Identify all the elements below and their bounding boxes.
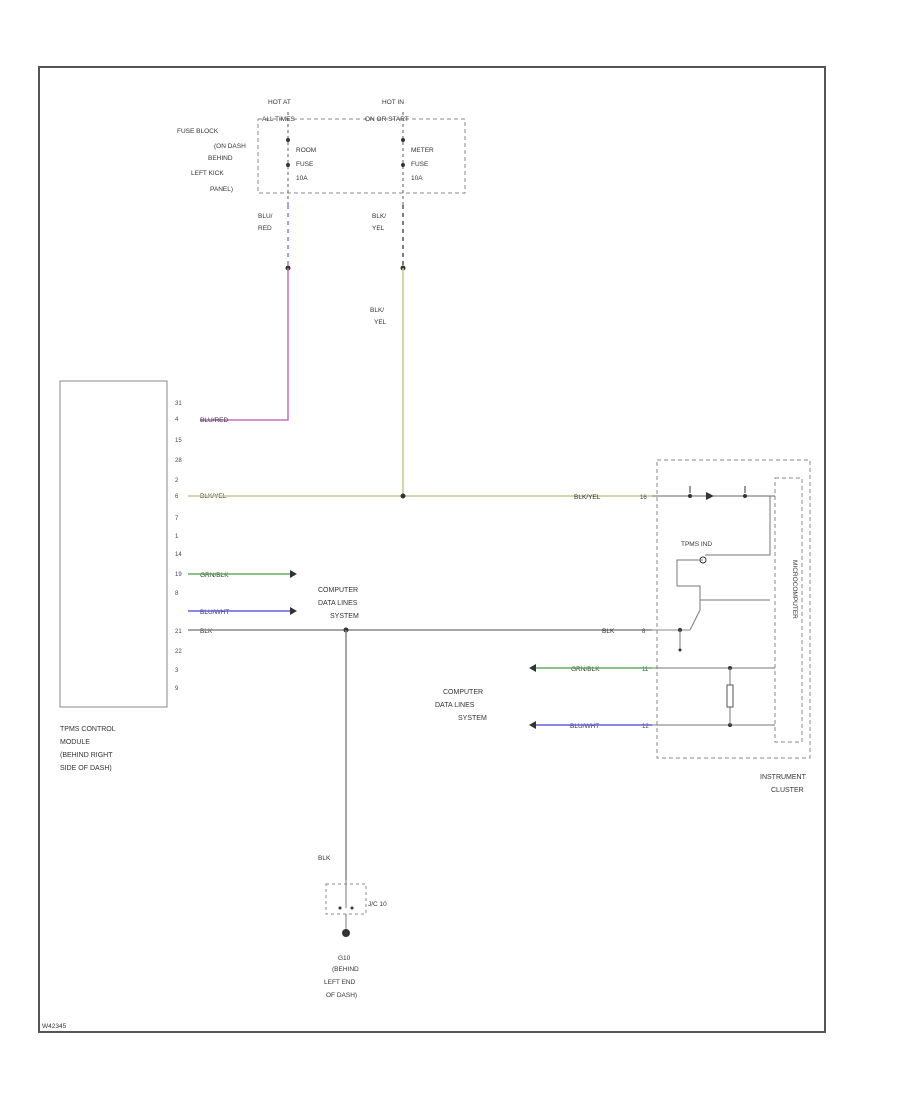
ic-pin: 16 <box>640 495 647 501</box>
room-fuse-label-3: 10A <box>296 175 308 182</box>
diagram-frame <box>38 66 826 1033</box>
tpms-module-label-3: (BEHIND RIGHT <box>60 752 113 759</box>
tpms-wire-label-blu-wht: BLU/WHT <box>200 609 229 616</box>
tpms-wire-label-grn-blk: GRN/BLK <box>200 572 229 579</box>
meter-fuse-label-2: FUSE <box>411 161 429 168</box>
instrument-cluster: MICROCOMPUTER BLK/YEL 16 TPMS IND BLK 8 … <box>570 459 811 794</box>
ic-wire-label-blu-wht: BLU/WHT <box>570 723 599 730</box>
ic-wire-label-blk-yel: BLK/YEL <box>574 494 601 501</box>
hot-at-all-times-sub: ALL TIMES <box>262 116 296 123</box>
tpms-pin: 2 <box>175 478 179 484</box>
tpms-module-box <box>59 380 168 708</box>
tpms-pin: 7 <box>175 516 179 522</box>
room-fuse-label-1: ROOM <box>296 147 316 154</box>
diagram-id: W42345 <box>42 1023 67 1030</box>
microcomputer-box <box>774 477 803 743</box>
tpms-pin: 22 <box>175 649 182 655</box>
fuse-block: HOT AT ALL TIMES HOT IN ON OR START FUSE… <box>177 99 466 205</box>
arrow-icon <box>290 570 297 578</box>
tpms-pin: 8 <box>175 591 179 597</box>
tpms-module-label-1: TPMS CONTROL <box>60 726 116 733</box>
ic-pin: 8 <box>642 629 646 635</box>
tpms-pin: 4 <box>175 417 179 423</box>
wire-blu-red-label-1: BLU/ <box>258 213 273 220</box>
tpms-module-label-2: MODULE <box>60 739 90 746</box>
junction-connector-label: J/C 10 <box>368 901 387 908</box>
tpms-pin: 9 <box>175 686 179 692</box>
ground-label-1: G10 <box>338 955 351 962</box>
computer-data-lines-1-label: SYSTEM <box>330 613 359 620</box>
tpms-pin: 28 <box>175 458 182 464</box>
arrow-icon <box>529 721 536 729</box>
meter-fuse-label-3: 10A <box>411 175 423 182</box>
fuse-block-label-4: LEFT KICK <box>191 170 224 177</box>
ic-pin: 12 <box>642 724 649 730</box>
ic-wire-label-blk: BLK <box>602 628 615 635</box>
tpms-control-module: 31 4 15 28 2 6 7 1 14 19 8 21 22 3 9 TPM… <box>59 380 182 772</box>
ground-wire-label: BLK <box>318 855 331 862</box>
computer-data-lines-2-label: SYSTEM <box>458 715 487 722</box>
wire-blk-yel-mid-label-2: YEL <box>374 319 387 326</box>
tpms-pin: 6 <box>175 494 179 500</box>
wire-blu-red <box>200 268 289 421</box>
ic-pin: 11 <box>642 667 649 673</box>
tpms-pin: 31 <box>175 401 182 407</box>
ground-label-4: OF DASH) <box>326 992 357 999</box>
wire-blu-red-label-2: RED <box>258 225 272 232</box>
wire-blk-yel-top-label-1: BLK/ <box>372 213 386 220</box>
computer-data-lines-2-label: DATA LINES <box>435 702 475 709</box>
tpms-pin: 3 <box>175 668 179 674</box>
tpms-wire-label-blu-red: BLU/RED <box>200 417 228 424</box>
ground-icon <box>342 929 350 937</box>
meter-fuse-label-1: METER <box>411 147 434 154</box>
room-fuse-label-2: FUSE <box>296 161 314 168</box>
fuse-block-label-2: (ON DASH <box>214 143 246 150</box>
wire-blk-yel-mid-label-1: BLK/ <box>370 307 384 314</box>
tpms-module-label-4: SIDE OF DASH) <box>60 765 112 772</box>
ground-label-3: LEFT END <box>324 979 356 986</box>
tpms-pin: 1 <box>175 534 179 540</box>
fuse-block-label-1: FUSE BLOCK <box>177 128 219 135</box>
instrument-cluster-label-1: INSTRUMENT <box>760 774 807 781</box>
junction-connector: J/C 10 <box>325 880 387 915</box>
hot-in-on-label: HOT IN <box>382 99 404 106</box>
ic-wire-label-grn-blk: GRN/BLK <box>571 666 600 673</box>
fuse-block-label-5: PANEL) <box>210 186 233 193</box>
computer-data-lines-2-label: COMPUTER <box>443 689 483 696</box>
tpms-pin: 19 <box>175 572 182 578</box>
hot-at-all-times-label: HOT AT <box>268 99 291 106</box>
arrow-icon <box>290 607 297 615</box>
instrument-cluster-label-2: CLUSTER <box>771 787 804 794</box>
fuse-block-outline <box>257 118 466 194</box>
computer-data-lines-1-label: COMPUTER <box>318 587 358 594</box>
instrument-cluster-outline <box>656 459 811 759</box>
tpms-pin: 21 <box>175 629 182 635</box>
diode-icon <box>706 492 714 500</box>
tpms-wire-label-blk: BLK <box>200 628 213 635</box>
tpms-pin: 14 <box>175 552 182 558</box>
ground-label-2: (BEHIND <box>332 966 359 973</box>
fuse-block-label-3: BEHIND <box>208 155 233 162</box>
hot-in-on-sub: ON OR START <box>365 116 409 123</box>
resistor-icon <box>726 684 734 708</box>
computer-data-lines-1-label: DATA LINES <box>318 600 358 607</box>
tpms-indicator-label: TPMS IND <box>681 541 712 548</box>
microcomputer-vertical-label: MICROCOMPUTER <box>791 560 798 619</box>
arrow-icon <box>529 664 536 672</box>
wire-blk-yel-top-label-2: YEL <box>372 225 385 232</box>
tpms-pin: 15 <box>175 438 182 444</box>
